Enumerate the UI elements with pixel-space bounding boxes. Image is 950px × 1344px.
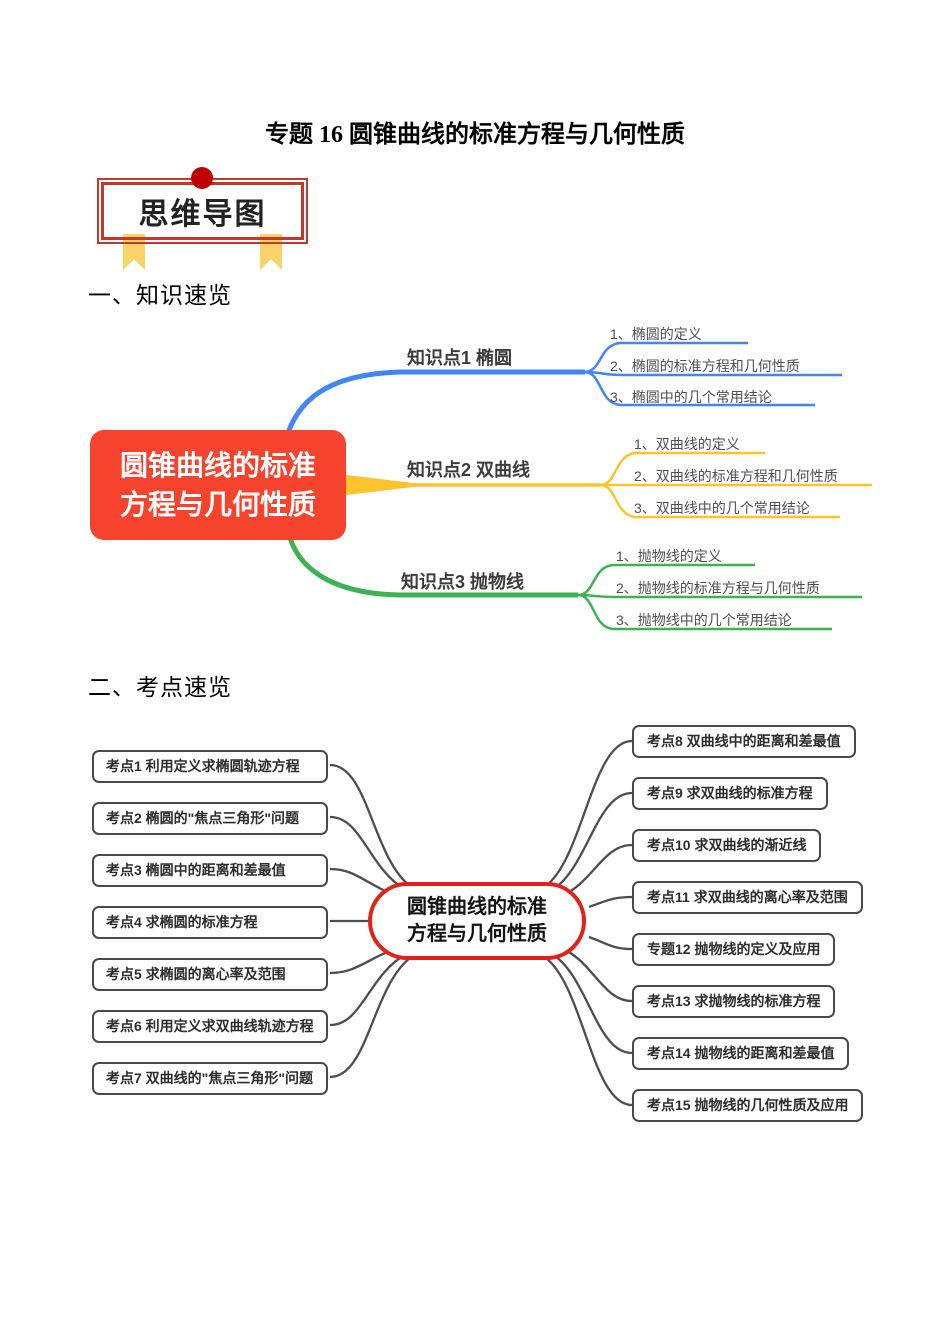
branch-item: 1、椭圆的定义 bbox=[610, 326, 702, 342]
exam-node: 考点1 利用定义求椭圆轨迹方程 bbox=[92, 750, 328, 783]
exam-node: 考点10 求双曲线的渐近线 bbox=[632, 829, 822, 862]
badge-dot-icon bbox=[191, 167, 213, 189]
exam-node: 考点13 求抛物线的标准方程 bbox=[632, 985, 836, 1018]
exam-node: 考点5 求椭圆的离心率及范围 bbox=[92, 958, 328, 991]
branch-item: 2、椭圆的标准方程和几何性质 bbox=[610, 358, 800, 374]
exam-node: 考点8 双曲线中的距离和差最值 bbox=[632, 725, 856, 758]
branch-item: 2、抛物线的标准方程与几何性质 bbox=[616, 580, 820, 596]
exam-node: 考点6 利用定义求双曲线轨迹方程 bbox=[92, 1010, 328, 1043]
branch-item: 3、椭圆中的几个常用结论 bbox=[610, 389, 772, 405]
branch-item: 1、双曲线的定义 bbox=[634, 436, 740, 452]
exam-node: 考点4 求椭圆的标准方程 bbox=[92, 906, 328, 939]
exam-node: 考点9 求双曲线的标准方程 bbox=[632, 777, 828, 810]
branch-label-parabola: 知识点3 抛物线 bbox=[401, 572, 525, 592]
exam-node: 考点3 椭圆中的距离和差最值 bbox=[92, 854, 328, 887]
section-heading-knowledge: 一、知识速览 bbox=[88, 282, 232, 308]
exam-central-topic: 圆锥曲线的标准 方程与几何性质 bbox=[368, 882, 586, 960]
badge-label: 思维导图 bbox=[138, 198, 267, 231]
branch-label-hyperbola: 知识点2 双曲线 bbox=[407, 460, 531, 480]
section-heading-exam: 二、考点速览 bbox=[88, 674, 232, 700]
page-title: 专题 16 圆锥曲线的标准方程与几何性质 bbox=[265, 122, 685, 148]
exam-node: 考点11 求双曲线的离心率及范围 bbox=[632, 881, 863, 914]
exam-node: 专题12 抛物线的定义及应用 bbox=[632, 933, 836, 966]
mindmap-badge: 思维导图 bbox=[97, 167, 308, 270]
branch-item: 2、双曲线的标准方程和几何性质 bbox=[634, 468, 838, 484]
branch-label-ellipse: 知识点1 椭圆 bbox=[407, 348, 513, 368]
knowledge-central-topic: 圆锥曲线的标准 方程与几何性质 bbox=[90, 430, 346, 540]
exam-node: 考点2 椭圆的"焦点三角形"问题 bbox=[92, 802, 328, 835]
exam-node: 考点14 抛物线的距离和差最值 bbox=[632, 1037, 850, 1070]
branch-item: 3、双曲线中的几个常用结论 bbox=[634, 500, 810, 516]
exam-node: 考点15 抛物线的几何性质及应用 bbox=[632, 1089, 864, 1122]
branch-ellipse-lines bbox=[285, 341, 842, 434]
branch-item: 1、抛物线的定义 bbox=[616, 548, 722, 564]
exam-node: 考点7 双曲线的"焦点三角形"问题 bbox=[92, 1062, 328, 1095]
branch-item: 3、抛物线中的几个常用结论 bbox=[616, 612, 792, 628]
